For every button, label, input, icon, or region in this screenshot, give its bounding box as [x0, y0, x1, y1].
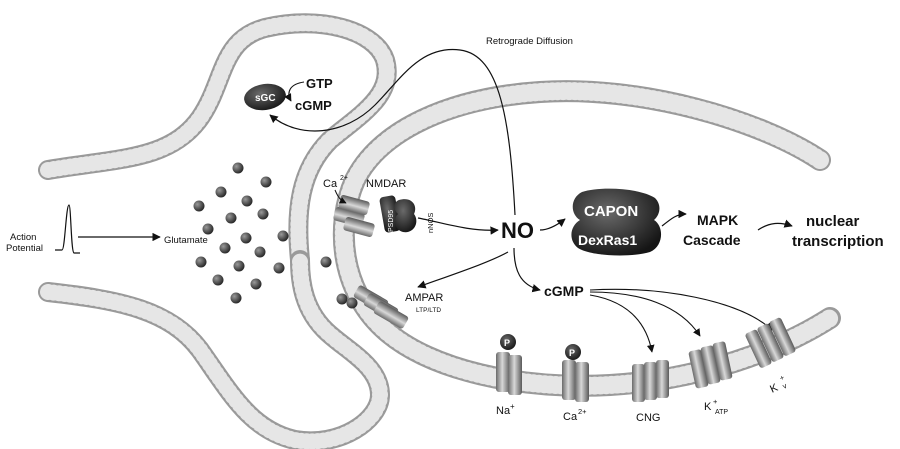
ca-nmdar-superscript: 2+ — [340, 175, 348, 182]
psd95-label: PSD95 — [388, 210, 395, 232]
dexras-label: DexRas1 — [578, 232, 637, 248]
no-to-capon-arrow — [539, 218, 566, 231]
kv-label: K — [768, 381, 780, 395]
gtp-to-cgmp-arrow — [284, 81, 305, 102]
katp-label: K — [704, 401, 712, 413]
nuclear-label-line2: transcription — [792, 233, 884, 250]
retrograde-diffusion-label: Retrograde Diffusion — [486, 36, 573, 47]
cgmp-presynaptic-label: cGMP — [295, 98, 332, 113]
cng-label: CNG — [636, 412, 660, 424]
ca-channel-label: Ca — [563, 411, 578, 423]
ca-phospho-p — [565, 344, 581, 360]
nnos-protein — [394, 199, 417, 233]
sgc-enzyme — [244, 83, 286, 111]
action-potential-trace — [55, 204, 80, 254]
ca-channel — [562, 360, 589, 402]
no-to-cgmp-arrow — [513, 247, 541, 293]
glutamate-label: Glutamate — [164, 235, 208, 246]
capon-to-mapk-arrow — [661, 209, 687, 227]
mapk-to-nuclear-arrow — [757, 219, 793, 231]
cgmp-to-cng-arrow — [589, 294, 655, 353]
capon-dexras-complex — [571, 188, 662, 256]
kv-superscript: + — [778, 373, 786, 383]
mapk-label-line1: MAPK — [697, 212, 738, 228]
katp-channel — [688, 341, 733, 389]
retrograde-diffusion-arrow — [269, 48, 516, 216]
gtp-label: GTP — [306, 76, 333, 91]
mapk-label-line2: Cascade — [683, 232, 741, 248]
cgmp-to-kv-arrow — [589, 288, 773, 331]
action-potential-label-line2: Potential — [6, 243, 43, 254]
ampar-label: AMPAR — [405, 292, 443, 304]
action-potential-label-line1: Action — [10, 232, 36, 243]
ca-nmdar-label: Ca — [323, 178, 338, 190]
membranes — [38, 13, 841, 449]
sgc-label: sGC — [255, 93, 276, 104]
cgmp-to-katp-arrow — [589, 291, 701, 337]
kv-subscript: v — [781, 381, 788, 391]
katp-subscript: ATP — [715, 409, 728, 416]
ca-channel-superscript: 2+ — [578, 407, 587, 416]
cgmp-postsynaptic-label: cGMP — [544, 283, 584, 299]
capon-label: CAPON — [584, 203, 638, 220]
na-channel — [496, 352, 522, 395]
ca-p-label: P — [569, 348, 575, 358]
na-p-label: P — [504, 338, 510, 348]
ca-influx-arrow — [334, 189, 347, 204]
glutamate-molecules — [193, 162, 358, 309]
nmdar-label: NMDAR — [366, 178, 406, 190]
kv-channel — [745, 317, 796, 368]
cng-channel — [632, 360, 669, 402]
no-to-ampar-arrow — [417, 251, 509, 289]
nnos-label: nNOS — [426, 213, 435, 233]
ltp-ltd-label: LTP/LTD — [416, 307, 441, 314]
ampar-receptor — [353, 285, 409, 329]
katp-superscript: + — [713, 397, 718, 406]
na-superscript: + — [510, 402, 515, 411]
presynaptic-membrane-lower — [38, 250, 391, 449]
na-label: Na — [496, 405, 511, 417]
nuclear-label-line1: nuclear — [806, 213, 860, 230]
nnos-to-no-arrow — [417, 217, 499, 235]
na-phospho-p — [500, 334, 516, 350]
no-label: NO — [501, 218, 534, 243]
